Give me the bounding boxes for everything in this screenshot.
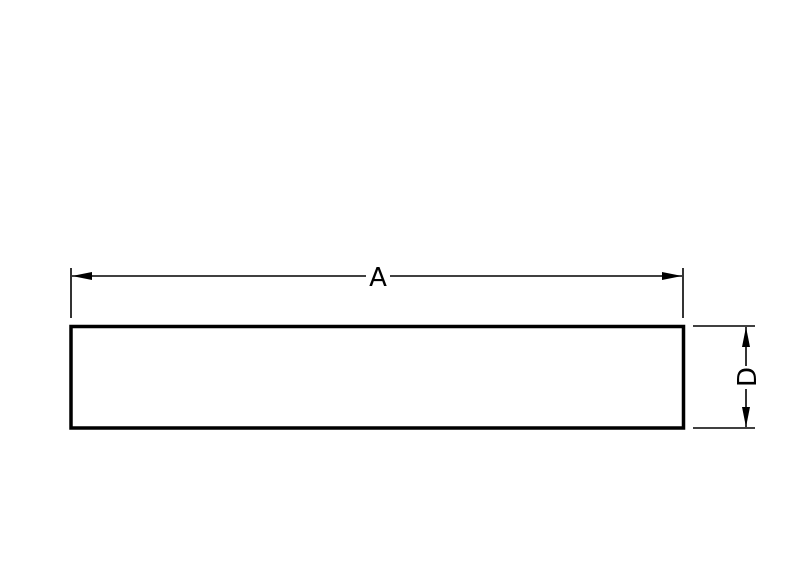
part-outline bbox=[69, 324, 686, 430]
dimension-label-d: D bbox=[733, 367, 763, 387]
dimension-label-a: A bbox=[369, 263, 387, 293]
